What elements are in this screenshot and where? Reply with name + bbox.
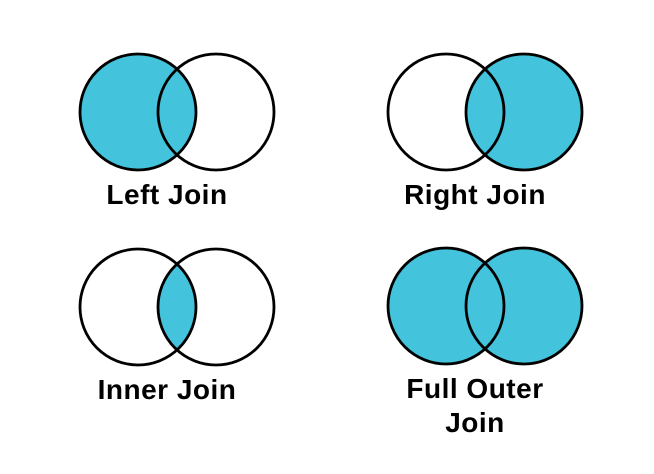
right-circle-outline [464,246,584,366]
venn-label-right-join: Right Join [404,179,546,210]
left-circle-outline [386,52,506,172]
venn-cell-right-join: Right Join [376,46,598,212]
right-circle-outline [464,52,584,172]
venn-diagram-full-outer-join [386,246,584,366]
left-circle-outline [386,246,506,366]
venn-cell-full-outer-join: Full Outer Join [376,240,598,440]
venn-diagram-slot-inner-join [68,241,290,371]
left-circle-outline [78,247,198,367]
venn-diagram-inner-join [78,247,276,367]
right-circle-outline [156,247,276,367]
venn-label-left-join: Left Join [106,179,228,210]
left-circle-outline [78,52,198,172]
right-circle-outline [156,52,276,172]
venn-diagram-right-join [386,52,584,172]
venn-cell-inner-join: Inner Join [68,241,290,407]
venn-diagram-left-join [78,52,276,172]
venn-diagram-slot-full-outer-join [376,240,598,370]
venn-diagram-slot-right-join [376,46,598,176]
venn-label-inner-join: Inner Join [97,374,237,405]
venn-label-full-outer-join: Full Outer Join [406,373,544,438]
venn-diagram-slot-left-join [68,46,290,176]
venn-cell-left-join: Left Join [68,46,290,212]
